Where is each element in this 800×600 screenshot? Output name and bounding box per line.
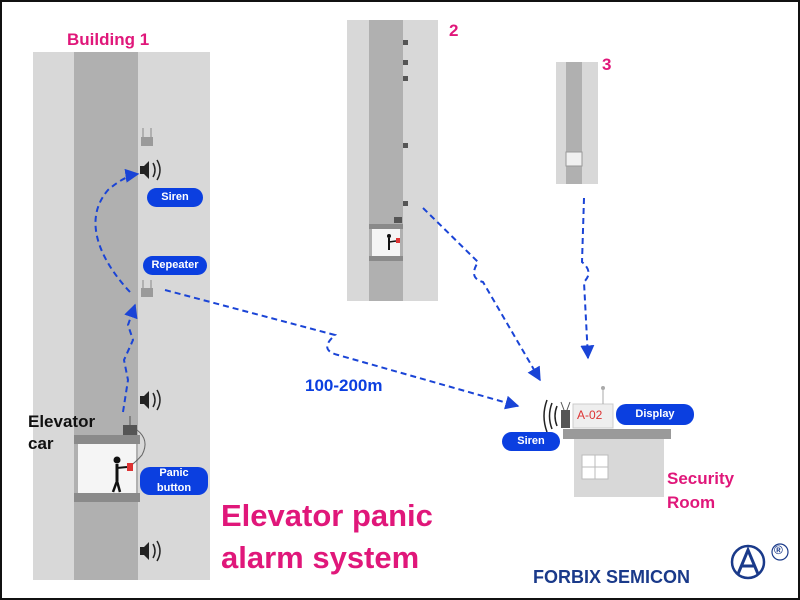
siren-icon-top: [140, 159, 161, 181]
registered-mark-icon: [771, 543, 789, 561]
siren-top-badge: Siren: [147, 188, 203, 207]
building-3-label: 3: [602, 55, 612, 74]
display-code: A-02: [577, 408, 603, 422]
panic-button-badge: Panic button: [140, 467, 208, 495]
arrow-building2-to-security: [422, 207, 541, 382]
repeater-icon-top: [141, 128, 153, 146]
building-2-label: 2: [449, 21, 459, 40]
siren-icon-bottom: [140, 540, 161, 562]
elevator-car-1: [74, 416, 146, 502]
security-room: [543, 386, 671, 497]
elevator-car-label: Elevator car: [28, 412, 96, 454]
siren-room-badge: Siren: [502, 432, 560, 451]
arrow-repeater-to-security: [164, 289, 520, 410]
display-panel: [572, 403, 614, 429]
building-2: [347, 20, 438, 301]
brand-name: FORBIX SEMICON: [533, 567, 691, 587]
arrow-car-to-repeater: [122, 303, 138, 413]
building-1-label: Building 1: [67, 30, 150, 49]
repeater-icon: [141, 280, 153, 297]
arrow-building3-to-security: [580, 197, 595, 360]
transmitter-icon: [123, 425, 137, 435]
panic-button-icon: [127, 463, 133, 471]
building-3: [556, 62, 598, 184]
diagram-title: Elevator panic alarm system: [221, 498, 433, 575]
arrow-repeater-to-top: [94, 168, 140, 293]
repeater-badge: Repeater: [143, 256, 207, 275]
distance-label: 100-200m: [305, 376, 383, 395]
building-1: [33, 52, 210, 580]
siren-icon-middle: [140, 389, 161, 411]
receiver-icon: [561, 410, 570, 428]
person-icon: [113, 456, 121, 464]
registered-mark: ®: [774, 543, 783, 557]
security-room-label: Security Room: [667, 469, 735, 512]
forbix-logo-icon: [730, 543, 789, 580]
display-badge: Display: [616, 404, 694, 425]
siren-icon-room: [543, 399, 558, 433]
